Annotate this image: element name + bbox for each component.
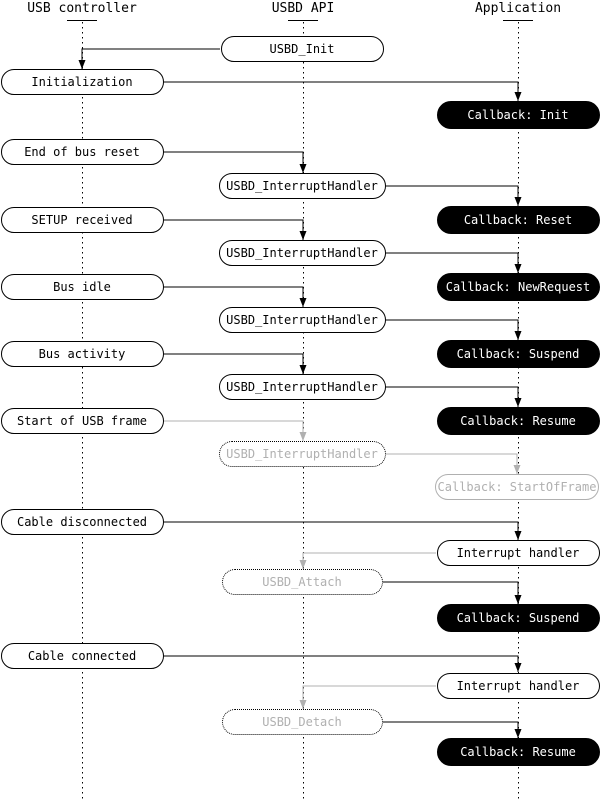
node-callback-resume-1: Callback: Resume	[436, 407, 600, 435]
node-end-of-bus-reset: End of bus reset	[0, 139, 164, 165]
edge-usbd-attach-to-callback-suspend-2	[383, 581, 519, 604]
arrowhead	[299, 432, 307, 441]
node-usbd-interrupthandler-ghost: USBD_InterruptHandler	[218, 441, 386, 467]
node-usbd-attach: USBD_Attach	[221, 569, 383, 595]
node-initialization: Initialization	[0, 69, 164, 95]
node-usbd-interrupthandler-2: USBD_InterruptHandler	[218, 240, 386, 266]
edge-end-of-bus-reset-to-usbd-interrupthandler-1	[164, 151, 304, 173]
arrowhead	[514, 531, 522, 540]
arrowhead	[514, 663, 522, 672]
edge-initialization-to-callback-init	[164, 81, 519, 101]
arrowhead	[513, 465, 521, 474]
column-header-usb-controller: USB controller	[27, 1, 137, 16]
node-callback-init: Callback: Init	[436, 101, 600, 129]
node-bus-activity: Bus activity	[0, 341, 164, 367]
node-interrupt-handler-2: Interrupt handler	[436, 673, 600, 699]
node-usbd-detach: USBD_Detach	[221, 709, 383, 735]
arrowhead	[299, 700, 307, 709]
arrowhead	[299, 164, 307, 173]
arrowhead	[78, 60, 86, 69]
node-callback-newrequest: Callback: NewRequest	[436, 273, 600, 301]
edge-setup-received-to-usbd-interrupthandler-2	[164, 219, 304, 240]
node-usbd-interrupthandler-1: USBD_InterruptHandler	[218, 173, 386, 199]
edge-usbd-detach-to-callback-resume-2	[383, 721, 519, 738]
edge-interrupt-handler-1-to-usbd-attach	[302, 552, 436, 569]
node-bus-idle: Bus idle	[0, 274, 164, 300]
column-header-usbd-api: USBD API	[271, 1, 335, 16]
arrowhead	[514, 595, 522, 604]
edge-usbd-interrupthandler-4-to-callback-resume-1	[386, 386, 519, 407]
node-start-of-usb-frame: Start of USB frame	[0, 408, 164, 434]
node-cable-connected: Cable connected	[0, 643, 164, 669]
arrowhead	[299, 365, 307, 374]
node-setup-received: SETUP received	[0, 207, 164, 233]
node-callback-startofframe: Callback: StartOfFrame	[435, 474, 599, 500]
arrowhead	[514, 264, 522, 273]
node-cable-disconnected: Cable disconnected	[0, 509, 164, 535]
node-callback-suspend-1: Callback: Suspend	[436, 340, 600, 368]
arrowhead	[299, 231, 307, 240]
node-callback-suspend-2: Callback: Suspend	[436, 604, 600, 632]
arrowhead	[514, 331, 522, 340]
node-callback-reset: Callback: Reset	[436, 206, 600, 234]
arrowhead	[299, 298, 307, 307]
edge-bus-idle-to-usbd-interrupthandler-3	[164, 286, 304, 307]
arrowhead	[514, 197, 522, 206]
column-header-application: Application	[474, 1, 562, 16]
edge-cable-connected-to-interrupt-handler-2	[164, 655, 519, 672]
node-interrupt-handler-1: Interrupt handler	[436, 540, 600, 566]
node-usbd-init: USBD_Init	[220, 36, 384, 62]
edge-cable-disconnected-to-interrupt-handler-1	[164, 521, 519, 540]
edge-usbd-init-to-initialization	[81, 48, 220, 69]
arrowhead	[514, 729, 522, 738]
edge-start-of-usb-frame-to-usbd-interrupthandler-ghost	[164, 420, 304, 441]
edge-bus-activity-to-usbd-interrupthandler-4	[164, 353, 304, 374]
edge-usbd-interrupthandler-2-to-callback-newrequest	[386, 252, 519, 273]
edge-interrupt-handler-2-to-usbd-detach	[302, 685, 436, 709]
arrowhead	[299, 560, 307, 569]
edge-usbd-interrupthandler-1-to-callback-reset	[386, 185, 519, 206]
node-usbd-interrupthandler-3: USBD_InterruptHandler	[218, 307, 386, 333]
node-callback-resume-2: Callback: Resume	[436, 738, 600, 766]
arrowhead	[514, 398, 522, 407]
arrowhead	[514, 92, 522, 101]
edge-usbd-interrupthandler-ghost-to-callback-startofframe	[386, 453, 518, 474]
node-usbd-interrupthandler-4: USBD_InterruptHandler	[218, 374, 386, 400]
edge-usbd-interrupthandler-3-to-callback-suspend-1	[386, 319, 519, 340]
